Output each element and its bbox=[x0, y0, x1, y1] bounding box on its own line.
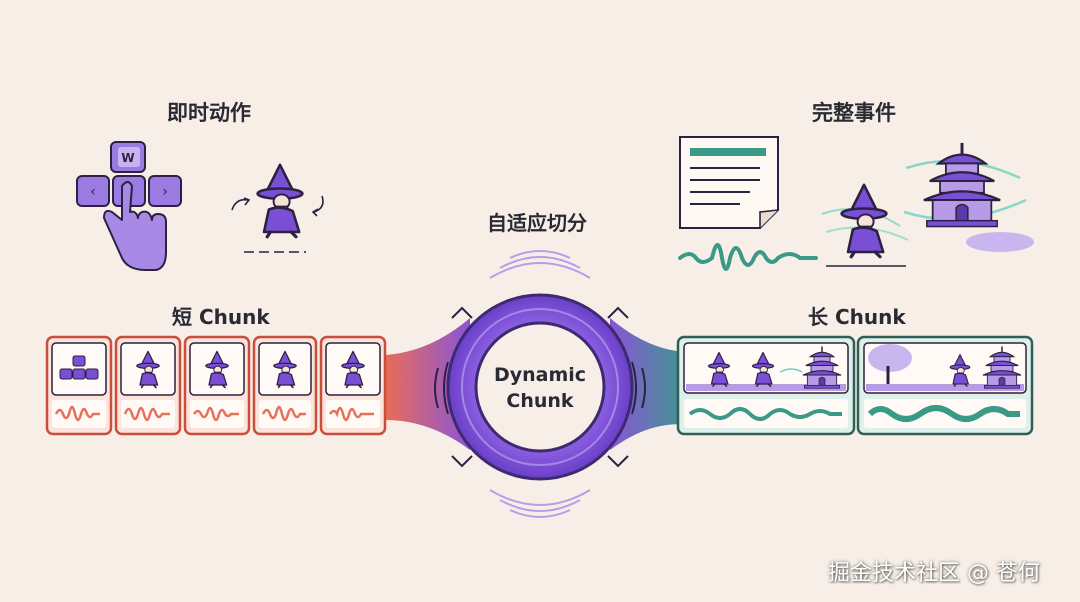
long-chunk-1 bbox=[676, 335, 856, 436]
signal-arcs bbox=[434, 250, 646, 518]
short-chunk-label: 短 Chunk bbox=[172, 305, 270, 329]
pagoda-icon bbox=[903, 143, 1034, 252]
short-chunk-5 bbox=[319, 335, 387, 436]
key-w-label: W bbox=[121, 151, 134, 165]
short-chunk-strip bbox=[45, 335, 387, 436]
key-left-label: ‹ bbox=[90, 184, 96, 200]
connector-left bbox=[385, 318, 470, 450]
adaptive-split-label: 自适应切分 bbox=[487, 211, 587, 235]
connector-right bbox=[610, 318, 690, 450]
short-chunk-3 bbox=[183, 335, 251, 436]
tree-icon bbox=[868, 344, 912, 384]
watermark: 掘金技术社区 @ 苍何 bbox=[828, 561, 1040, 586]
waveform-icon bbox=[678, 243, 818, 271]
wizard-icon bbox=[231, 162, 324, 253]
dynamic-label-line1: Dynamic bbox=[494, 364, 586, 386]
long-chunk-2 bbox=[856, 335, 1034, 436]
wizard-icon bbox=[821, 182, 909, 267]
document-icon bbox=[679, 136, 779, 229]
keyboard-arrows-icon: W ‹ › bbox=[76, 141, 182, 207]
complete-event-label: 完整事件 bbox=[812, 101, 896, 125]
pointing-hand-icon bbox=[103, 181, 167, 271]
key-right-label: › bbox=[162, 184, 168, 200]
long-chunk-strip bbox=[676, 335, 1034, 436]
instant-action-label: 即时动作 bbox=[167, 101, 251, 125]
short-chunk-1 bbox=[45, 335, 113, 436]
long-chunk-label: 长 Chunk bbox=[808, 305, 906, 329]
corner-brackets bbox=[451, 306, 629, 468]
dynamic-chunk-ring: Dynamic Chunk bbox=[446, 293, 634, 481]
dynamic-label-line2: Chunk bbox=[506, 390, 574, 412]
short-chunk-4 bbox=[252, 335, 318, 436]
short-chunk-2 bbox=[114, 335, 182, 436]
